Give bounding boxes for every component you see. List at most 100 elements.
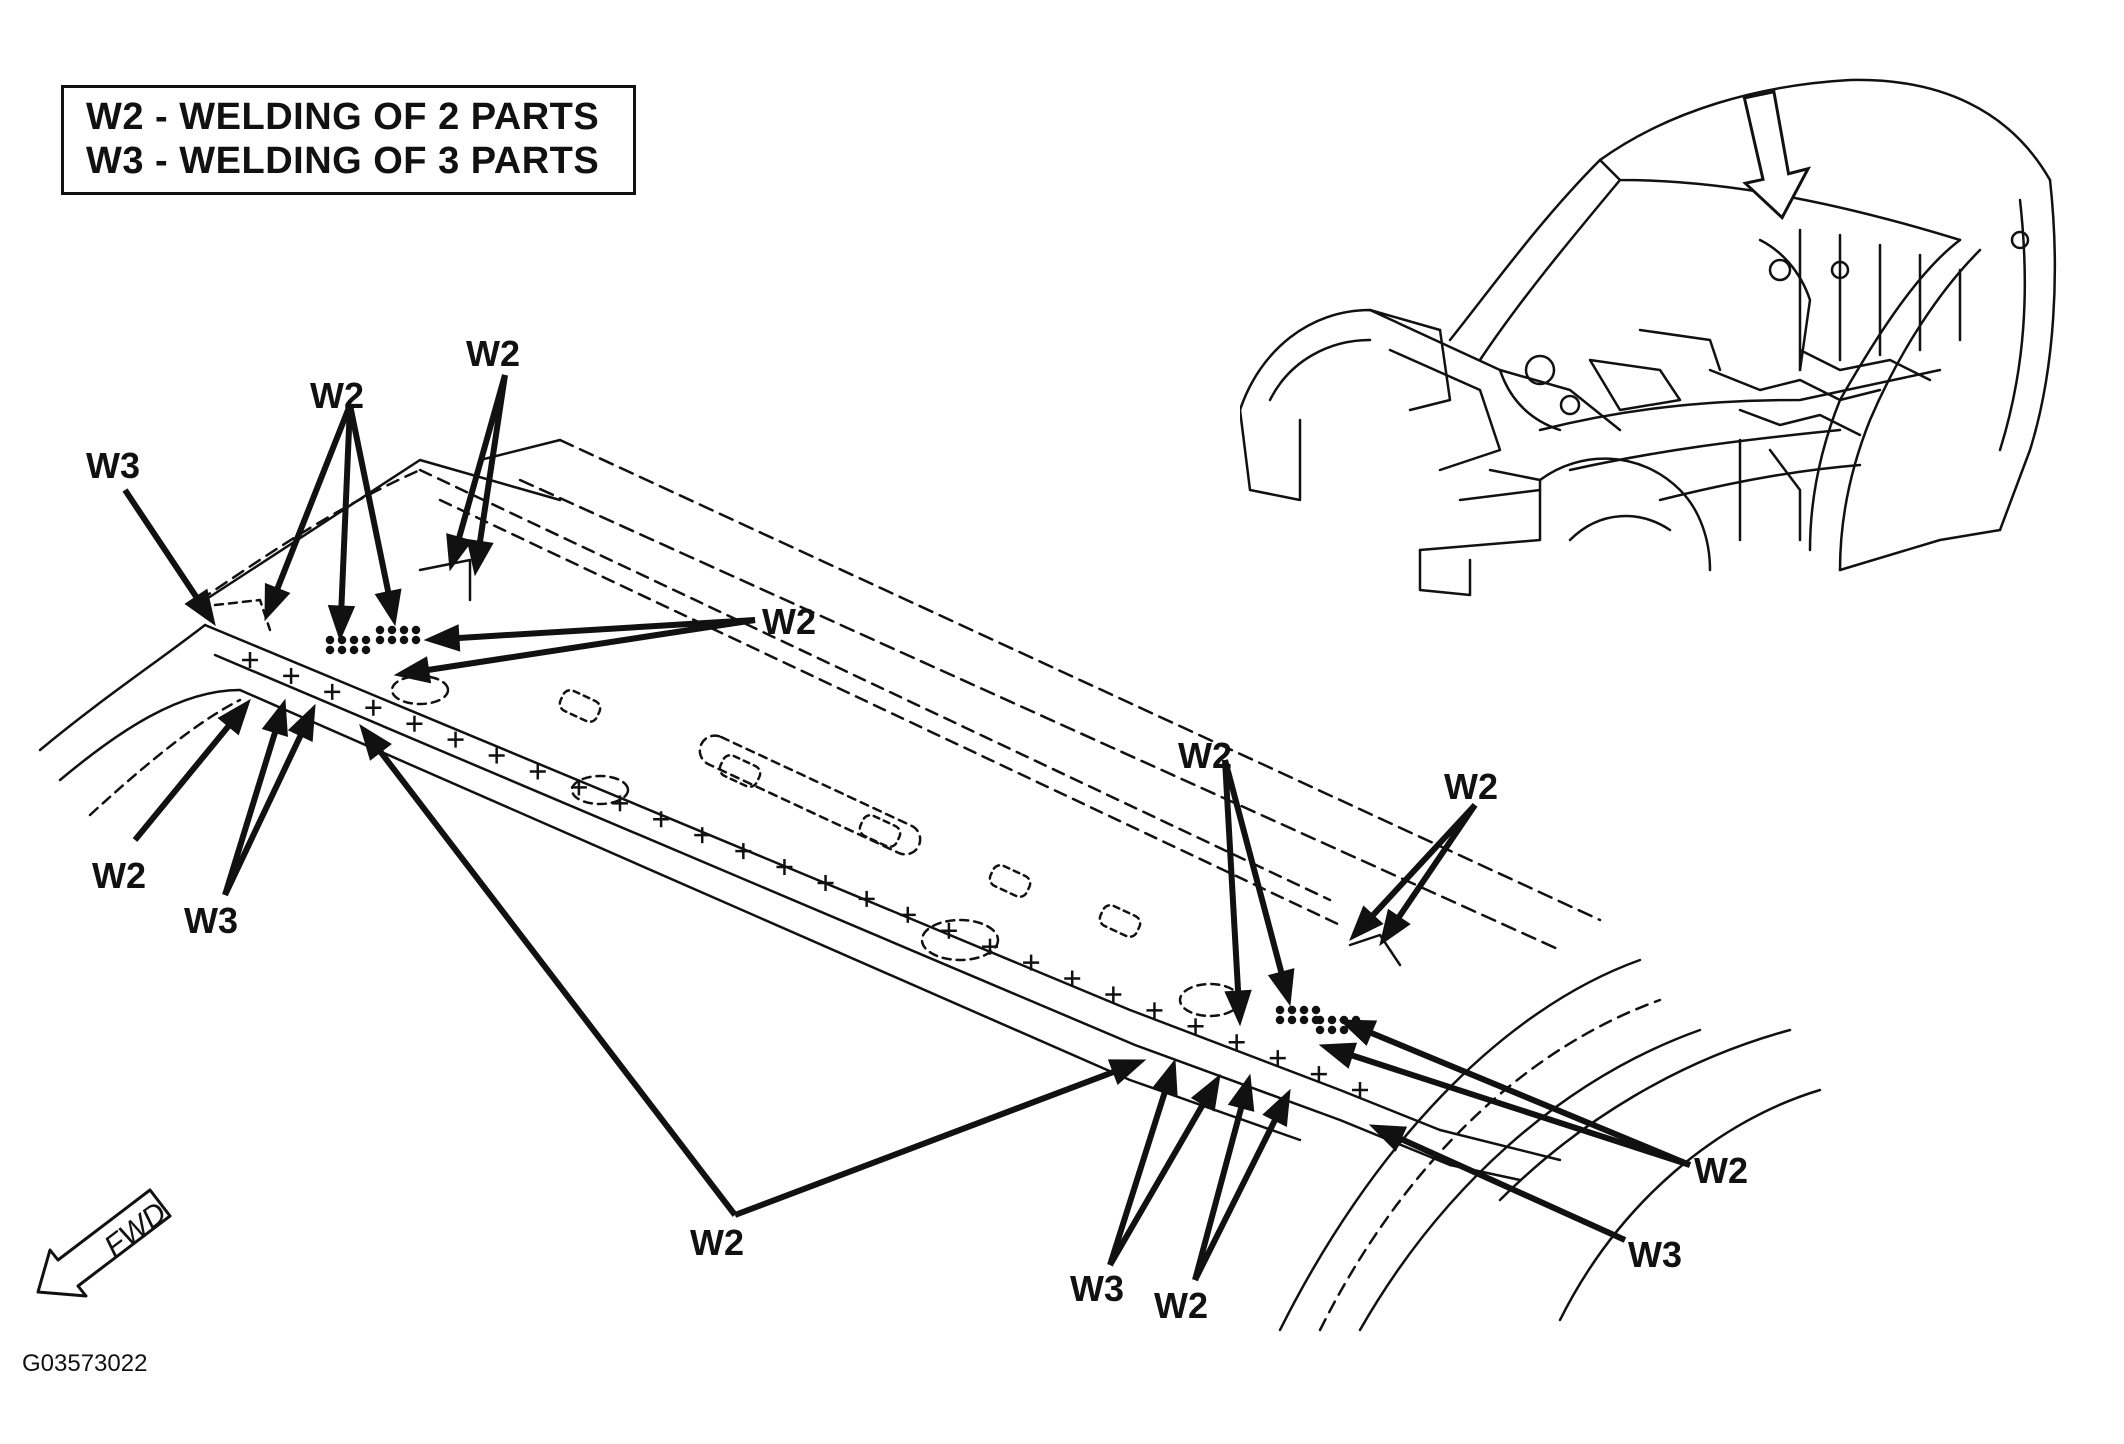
weld-dot [399, 625, 409, 635]
weld-mark [529, 763, 546, 780]
callout-arrow [1192, 1073, 1255, 1281]
callout-arrow [1222, 759, 1295, 1007]
weld-mark [899, 906, 916, 923]
weld-mark [735, 843, 752, 860]
weld-dot [375, 625, 385, 635]
callout-arrow [1338, 1019, 1692, 1168]
callout-arrow [264, 403, 353, 622]
legend-w3: W3 - WELDING OF 3 PARTS [86, 140, 600, 182]
weld-dot [387, 625, 397, 635]
weld-dot [1275, 1005, 1285, 1015]
callout-arrow [733, 1059, 1147, 1218]
weld-mark [1146, 1002, 1163, 1019]
callout-arrow [393, 617, 756, 684]
weld-mark [488, 747, 505, 764]
weld-dot [411, 625, 421, 635]
callout-w2-far-right: W2 [1444, 766, 1498, 807]
callout-w2-center-low: W2 [690, 1222, 744, 1263]
callout-w2-bottom: W2 [1154, 1285, 1208, 1326]
roof-location-arrow [1742, 90, 1812, 221]
callout-arrow [1192, 1088, 1291, 1282]
callout-w2-right-low: W2 [1694, 1150, 1748, 1191]
callout-w2-upper: W2 [466, 333, 520, 374]
weld-mark [653, 811, 670, 828]
weld-dot [1315, 1025, 1325, 1035]
weld-dot [1287, 1015, 1297, 1025]
weld-mark [817, 874, 834, 891]
weld-mark [1310, 1066, 1327, 1083]
weld-dot [349, 635, 359, 645]
weld-mark [570, 779, 587, 796]
callout-w2-right-top: W2 [1178, 735, 1232, 776]
callout-arrow [327, 404, 356, 642]
weld-dot [1339, 1025, 1349, 1035]
weld-dot [1287, 1005, 1297, 1015]
weld-dot [1327, 1025, 1337, 1035]
callout-arrow [222, 703, 316, 897]
callout-arrow [1318, 1042, 1691, 1168]
weld-mark [1023, 954, 1040, 971]
weld-mark [406, 715, 423, 732]
callout-arrow [132, 698, 251, 842]
weld-mark [940, 922, 957, 939]
callout-arrow [359, 723, 738, 1217]
callout-w3-bottom: W3 [1070, 1268, 1124, 1309]
weld-dot [387, 635, 397, 645]
weld-mark [1105, 986, 1122, 1003]
callout-arrow [347, 404, 402, 627]
callout-w3-left-top: W3 [86, 445, 140, 486]
weld-mark [776, 859, 793, 876]
weld-mark [242, 652, 258, 668]
callout-arrow [1368, 1124, 1627, 1243]
callout-w2-left-top: W2 [310, 375, 364, 416]
weld-dot [361, 645, 371, 655]
callout-w2-left-low: W2 [92, 855, 146, 896]
weld-mark [858, 890, 875, 907]
weld-dot [1299, 1005, 1309, 1015]
vehicle-cab-inset [1240, 78, 2057, 597]
weld-mark [1064, 970, 1081, 987]
weld-dot [1315, 1015, 1325, 1025]
weld-dot [1311, 1005, 1321, 1015]
callout-w3-right-low: W3 [1628, 1234, 1682, 1275]
weld-mark [694, 827, 711, 844]
weld-dot [325, 635, 335, 645]
callout-arrow [423, 617, 756, 652]
callout-w3-left-low: W3 [184, 900, 238, 941]
legend-w2: W2 - WELDING OF 2 PARTS [86, 96, 600, 138]
weld-mark [447, 731, 464, 748]
forward-direction-arrow-icon: FWD [36, 1188, 173, 1298]
callout-arrow [222, 698, 288, 896]
weld-dot [411, 635, 421, 645]
weld-dot [1299, 1015, 1309, 1025]
callout-arrow [1107, 1058, 1178, 1266]
weld-marks [242, 625, 1368, 1098]
weld-mark [365, 699, 382, 716]
weld-dot [1327, 1015, 1337, 1025]
callout-arrow [446, 374, 508, 572]
callout-arrow [1222, 759, 1252, 1027]
callout-w2-mid-top: W2 [762, 601, 816, 642]
callout-arrow [1349, 802, 1478, 942]
callout-arrow [1107, 1073, 1221, 1267]
weld-mark [324, 683, 341, 700]
weld-dot [337, 645, 347, 655]
weld-dot [325, 645, 335, 655]
rail-top-edge [203, 623, 1442, 1132]
figure-id: G03573022 [22, 1350, 148, 1377]
callout-arrow [466, 374, 508, 577]
weld-mark [1352, 1082, 1368, 1098]
weld-mark [1228, 1034, 1245, 1051]
weld-mark [283, 667, 300, 684]
weld-dot [1275, 1015, 1285, 1025]
weld-dot [399, 635, 409, 645]
weld-mark [612, 795, 628, 812]
callout-arrow [122, 488, 216, 627]
weld-mark [982, 938, 998, 955]
legend-box: W2 - WELDING OF 2 PARTS W3 - WELDING OF … [61, 85, 636, 195]
callout-arrow [1379, 803, 1478, 947]
weld-dot [375, 635, 385, 645]
weld-dot [361, 635, 371, 645]
